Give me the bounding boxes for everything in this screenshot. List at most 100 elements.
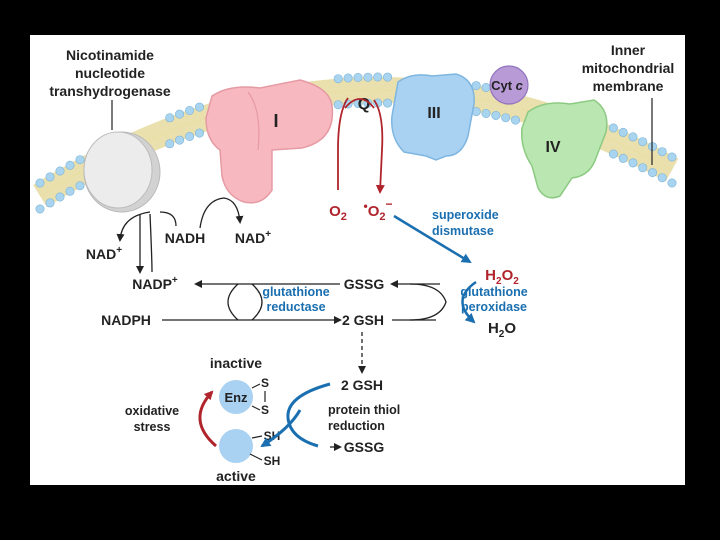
superoxide-label: •O2−	[363, 197, 392, 223]
lipid-head	[35, 178, 45, 188]
lipid-head	[165, 139, 175, 149]
lipid-head	[175, 135, 185, 145]
lipid-head	[618, 127, 628, 137]
svg-text:Nicotinamide: Nicotinamide	[66, 47, 154, 63]
nad-plus-label-right: NAD+	[235, 229, 271, 246]
gssg-top-label: GSSG	[344, 276, 385, 292]
ubiquinone-label: Q	[358, 96, 370, 113]
lipid-head	[667, 178, 677, 188]
lipid-head	[175, 109, 185, 119]
s-top-label: S	[261, 376, 269, 390]
lipid-head	[65, 186, 75, 196]
lipid-head	[75, 155, 85, 165]
svg-text:mitochondrial: mitochondrial	[582, 60, 675, 76]
lipid-head	[638, 137, 648, 147]
svg-text:oxidative: oxidative	[125, 404, 179, 418]
svg-text:reductase: reductase	[266, 300, 325, 314]
sh-bottom-label: SH	[264, 454, 281, 468]
lipid-head	[501, 113, 511, 123]
hydrogen-peroxide-label: H2O2	[485, 267, 519, 287]
complex-I: I	[205, 79, 334, 204]
cyt-c-label: Cyt	[491, 78, 513, 93]
glutathione-reductase-label: glutathione reductase	[262, 285, 329, 314]
nadph-label: NADPH	[101, 312, 151, 328]
lipid-head	[75, 181, 85, 191]
svg-text:stress: stress	[134, 420, 171, 434]
lipid-head	[65, 160, 75, 170]
svg-text:protein thiol: protein thiol	[328, 403, 400, 417]
complex-III-label: III	[427, 105, 440, 122]
lipid-head	[343, 73, 353, 83]
complex-I-label: I	[273, 111, 278, 131]
lipid-head	[491, 111, 501, 121]
lipid-head	[657, 147, 667, 157]
lipid-head	[185, 132, 195, 142]
transhydrogenase-label: Nicotinamide nucleotide transhydrogenase	[49, 47, 171, 99]
lipid-head	[481, 83, 491, 93]
lipid-head	[471, 81, 481, 91]
svg-text:reduction: reduction	[328, 419, 385, 433]
lipid-head	[55, 192, 65, 202]
cyt-c-italic: c	[516, 78, 524, 93]
svg-text:glutathione: glutathione	[460, 285, 527, 299]
svg-text:O2: O2	[329, 203, 347, 223]
svg-text:membrane: membrane	[593, 78, 664, 94]
complex-IV-label: IV	[545, 139, 560, 156]
lipid-head	[333, 74, 343, 84]
lipid-head	[608, 123, 618, 133]
gssg-low-label: GSSG	[344, 439, 385, 455]
svg-text:dismutase: dismutase	[432, 224, 494, 238]
lipid-head	[628, 132, 638, 142]
lipid-head	[383, 72, 393, 82]
membrane-label: Inner mitochondrial membrane	[582, 42, 675, 94]
gsh-2-low-label: 2 GSH	[341, 377, 383, 393]
transhydrogenase-complex	[83, 131, 161, 213]
lipid-head	[373, 72, 383, 82]
lipid-heads-outer	[35, 72, 677, 188]
lipid-head	[383, 98, 393, 108]
oxidative-stress-label: oxidative stress	[125, 404, 179, 434]
lipid-head	[45, 198, 55, 208]
svg-text:Cyt c: Cyt c	[491, 78, 524, 93]
protein-thiol-reduction-label: protein thiol reduction	[328, 403, 400, 433]
nadh-label: NADH	[165, 230, 205, 246]
svg-text:superoxide: superoxide	[432, 208, 499, 222]
lipid-head	[333, 100, 343, 110]
lipid-head	[363, 72, 373, 82]
lipid-head	[195, 128, 205, 138]
superoxide-dismutase-label: superoxide dismutase	[432, 208, 499, 238]
glutathione-peroxidase-label: glutathione peroxidase	[460, 285, 527, 314]
lipid-head	[353, 73, 363, 83]
lipid-head	[628, 158, 638, 168]
lipid-head	[35, 204, 45, 214]
lipid-head	[510, 115, 520, 125]
complex-IV: IV	[520, 99, 608, 199]
nad-plus-label-left: NAD+	[86, 245, 122, 262]
oxygen-label: O	[329, 203, 341, 220]
lipid-head	[195, 102, 205, 112]
water-label: H2O	[488, 320, 516, 340]
enzyme-active	[219, 429, 253, 463]
complex-III: III	[391, 73, 475, 161]
lipid-head	[647, 168, 657, 178]
lipid-head	[185, 106, 195, 116]
lipid-head	[608, 149, 618, 159]
cytochrome-c: Cyt c	[489, 65, 529, 105]
lipid-heads-inner	[35, 98, 677, 214]
svg-text:transhydrogenase: transhydrogenase	[49, 83, 171, 99]
svg-text:Inner: Inner	[611, 42, 646, 58]
s-bottom-label: S	[261, 403, 269, 417]
nadp-plus-label: NADP+	[132, 275, 178, 292]
lipid-head	[481, 109, 491, 119]
inactive-label: inactive	[210, 355, 262, 371]
lipid-head	[165, 113, 175, 123]
svg-text:glutathione: glutathione	[262, 285, 329, 299]
lipid-head	[618, 153, 628, 163]
enz-label: Enz	[224, 390, 248, 405]
svg-text:peroxidase: peroxidase	[461, 300, 527, 314]
active-label: active	[216, 468, 256, 484]
lipid-head	[45, 172, 55, 182]
lipid-head	[638, 163, 648, 173]
lipid-head	[667, 152, 677, 162]
